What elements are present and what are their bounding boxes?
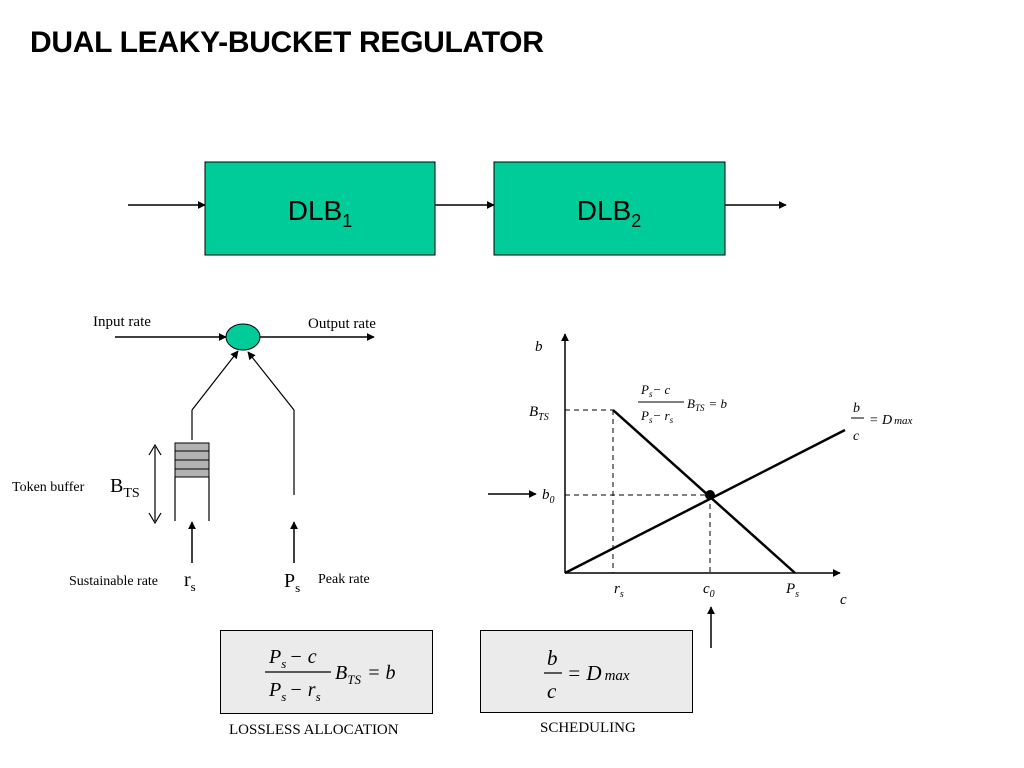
scheduling-line	[564, 428, 846, 575]
rs-label: rs	[184, 569, 196, 594]
token-path-arrow	[191, 350, 239, 411]
lossless-formula-box: Ps− c Ps− rs BTS= b	[220, 630, 433, 714]
lossless-formula-small: Ps− c Ps− rs BTS= b	[638, 382, 727, 425]
svg-text:BTS= b: BTS= b	[335, 662, 395, 687]
bts-label: BTS	[110, 475, 140, 501]
lossless-curve	[612, 409, 796, 574]
lossless-formula: Ps− c Ps− rs BTS= b	[265, 646, 395, 704]
peak-path-arrow	[247, 351, 295, 411]
page-title: DUAL LEAKY-BUCKET REGULATOR	[30, 26, 544, 59]
b0-tick-label: b0	[542, 487, 555, 506]
lossless-caption: LOSSLESS ALLOCATION	[229, 722, 399, 738]
c0-tick-label: c0	[703, 581, 715, 600]
svg-text:c: c	[853, 429, 860, 444]
input-rate-label: Input rate	[93, 314, 151, 330]
y-axis-label: b	[535, 339, 543, 355]
svg-text:b: b	[547, 646, 558, 670]
peak-rate-label: Peak rate	[318, 572, 370, 587]
svg-text:Ps− rs: Ps− rs	[268, 679, 321, 704]
scheduling-caption: SCHEDULING	[540, 720, 636, 736]
token-buffer-label: Token buffer	[12, 480, 85, 495]
svg-text:Ps− c: Ps− c	[640, 382, 670, 399]
ps-label: Ps	[284, 570, 300, 595]
dlb1-label: DLB1	[288, 195, 352, 231]
token-buffer	[174, 442, 210, 521]
bts-tick-label: BTS	[529, 404, 549, 423]
svg-text:Ps− rs: Ps− rs	[640, 408, 674, 425]
operating-point	[705, 490, 715, 500]
rs-tick-label: rs	[614, 581, 624, 600]
svg-text:Ps− c: Ps− c	[268, 646, 317, 671]
ps-tick-label: Ps	[785, 581, 799, 600]
svg-text:b: b	[853, 401, 860, 416]
dlb1-block	[204, 161, 436, 256]
svg-text:BTS= b: BTS= b	[687, 396, 727, 413]
svg-text:c: c	[547, 679, 557, 703]
regulator-node	[225, 323, 261, 351]
sustainable-rate-label: Sustainable rate	[69, 574, 158, 589]
dlb2-label: DLB2	[577, 195, 641, 231]
output-rate-label: Output rate	[308, 316, 376, 332]
dlb2-block	[493, 161, 726, 256]
x-axis-label: c	[840, 592, 847, 608]
